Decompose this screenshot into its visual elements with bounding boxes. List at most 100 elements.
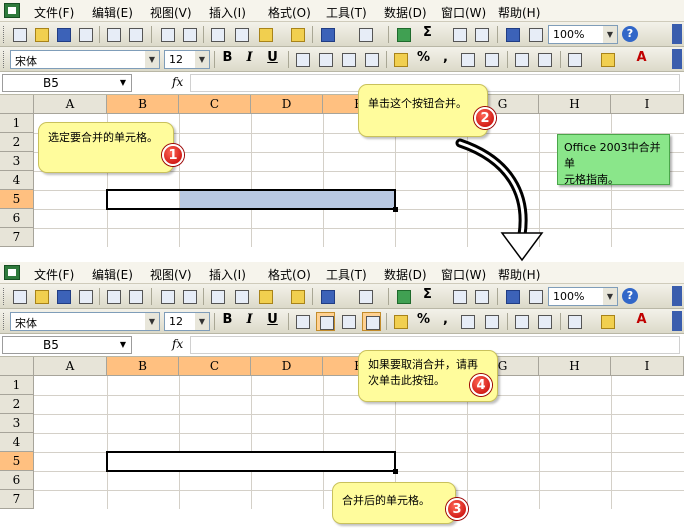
row-header-3[interactable]: 3 bbox=[0, 414, 34, 433]
column-header-i[interactable]: I bbox=[611, 95, 684, 114]
chevron-down-icon[interactable]: ▼ bbox=[195, 313, 209, 330]
menu-view[interactable]: 视图(V) bbox=[150, 6, 192, 20]
borders-icon[interactable] bbox=[565, 312, 584, 331]
menu-edit[interactable]: 编辑(E) bbox=[92, 6, 133, 20]
open-icon[interactable] bbox=[32, 25, 51, 44]
toolbar-grip[interactable] bbox=[3, 26, 6, 43]
underline-button[interactable]: U bbox=[267, 312, 278, 327]
decrease-decimal-icon[interactable] bbox=[482, 50, 501, 69]
spelling-icon[interactable] bbox=[158, 287, 177, 306]
hyperlink-icon[interactable] bbox=[394, 287, 413, 306]
menu-help[interactable]: 帮助(H) bbox=[498, 6, 541, 20]
decrease-indent-icon[interactable] bbox=[512, 312, 531, 331]
menu-window[interactable]: 窗口(W) bbox=[441, 268, 487, 282]
autosum-icon[interactable]: Σ bbox=[423, 287, 432, 302]
redo-icon[interactable] bbox=[356, 25, 375, 44]
toolbar-options-icon[interactable] bbox=[672, 24, 682, 44]
row-header-2[interactable]: 2 bbox=[0, 133, 34, 152]
percent-button[interactable]: % bbox=[416, 50, 431, 65]
select-all-corner[interactable] bbox=[0, 95, 34, 114]
row-header-6[interactable]: 6 bbox=[0, 471, 34, 490]
fx-icon[interactable]: fx bbox=[172, 337, 184, 351]
toolbar-options-icon[interactable] bbox=[672, 49, 682, 69]
excel-app-icon[interactable] bbox=[4, 3, 20, 18]
copy-icon[interactable] bbox=[232, 25, 251, 44]
merge-center-icon[interactable] bbox=[362, 50, 381, 69]
font-color-icon[interactable]: A bbox=[636, 50, 647, 65]
menu-tools[interactable]: 工具(T) bbox=[326, 6, 367, 20]
chevron-down-icon[interactable]: ▼ bbox=[603, 288, 617, 305]
permission-icon[interactable] bbox=[76, 287, 95, 306]
menu-data[interactable]: 数据(D) bbox=[384, 6, 427, 20]
sort-descending-icon[interactable] bbox=[472, 287, 491, 306]
menu-format[interactable]: 格式(O) bbox=[268, 6, 311, 20]
help-icon[interactable]: ? bbox=[622, 288, 638, 304]
align-left-icon[interactable] bbox=[293, 312, 312, 331]
chevron-down-icon[interactable]: ▼ bbox=[145, 313, 159, 330]
font-size-combo[interactable]: 12▼ bbox=[164, 312, 210, 331]
redo-icon[interactable] bbox=[356, 287, 375, 306]
paste-icon[interactable] bbox=[256, 287, 275, 306]
row-header-6[interactable]: 6 bbox=[0, 209, 34, 228]
row-header-1[interactable]: 1 bbox=[0, 114, 34, 133]
percent-button[interactable]: % bbox=[416, 312, 431, 327]
new-icon[interactable] bbox=[10, 287, 29, 306]
zoom-combo[interactable]: 100%▼ bbox=[548, 25, 618, 44]
row-header-7[interactable]: 7 bbox=[0, 228, 34, 247]
menu-tools[interactable]: 工具(T) bbox=[326, 268, 367, 282]
undo-icon[interactable] bbox=[318, 25, 337, 44]
merge-center-icon[interactable] bbox=[362, 312, 381, 331]
fill-handle[interactable] bbox=[393, 469, 398, 474]
permission-icon[interactable] bbox=[76, 25, 95, 44]
font-color-icon[interactable]: A bbox=[636, 312, 647, 327]
save-icon[interactable] bbox=[54, 25, 73, 44]
menu-insert[interactable]: 插入(I) bbox=[209, 6, 246, 20]
column-header-h[interactable]: H bbox=[539, 357, 611, 376]
increase-indent-icon[interactable] bbox=[535, 312, 554, 331]
sort-ascending-icon[interactable] bbox=[450, 287, 469, 306]
align-center-icon[interactable] bbox=[316, 312, 335, 331]
hyperlink-icon[interactable] bbox=[394, 25, 413, 44]
column-header-c[interactable]: C bbox=[179, 357, 251, 376]
row-header-3[interactable]: 3 bbox=[0, 152, 34, 171]
font-name-combo[interactable]: 宋体▼ bbox=[10, 50, 160, 69]
chevron-down-icon[interactable]: ▼ bbox=[603, 26, 617, 43]
toolbar-options-icon[interactable] bbox=[672, 286, 682, 306]
menu-insert[interactable]: 插入(I) bbox=[209, 268, 246, 282]
print-icon[interactable] bbox=[104, 25, 123, 44]
undo-icon[interactable] bbox=[318, 287, 337, 306]
menu-edit[interactable]: 编辑(E) bbox=[92, 268, 133, 282]
font-name-combo[interactable]: 宋体▼ bbox=[10, 312, 160, 331]
currency-icon[interactable] bbox=[391, 312, 410, 331]
column-header-h[interactable]: H bbox=[539, 95, 611, 114]
menu-format[interactable]: 格式(O) bbox=[268, 268, 311, 282]
autosum-icon[interactable]: Σ bbox=[423, 25, 432, 40]
column-header-d[interactable]: D bbox=[251, 95, 323, 114]
copy-icon[interactable] bbox=[232, 287, 251, 306]
row-header-1[interactable]: 1 bbox=[0, 376, 34, 395]
bold-button[interactable]: B bbox=[222, 312, 233, 327]
align-right-icon[interactable] bbox=[339, 50, 358, 69]
sort-descending-icon[interactable] bbox=[472, 25, 491, 44]
column-header-b[interactable]: B bbox=[107, 95, 179, 114]
chevron-down-icon[interactable]: ▼ bbox=[119, 78, 127, 87]
column-header-a[interactable]: A bbox=[34, 95, 107, 114]
column-header-a[interactable]: A bbox=[34, 357, 107, 376]
format-painter-icon[interactable] bbox=[288, 25, 307, 44]
menu-window[interactable]: 窗口(W) bbox=[441, 6, 487, 20]
chevron-down-icon[interactable]: ▼ bbox=[119, 340, 127, 349]
new-icon[interactable] bbox=[10, 25, 29, 44]
row-header-4[interactable]: 4 bbox=[0, 171, 34, 190]
save-icon[interactable] bbox=[54, 287, 73, 306]
fill-color-icon[interactable] bbox=[598, 312, 617, 331]
toolbar-grip[interactable] bbox=[3, 288, 6, 305]
menu-data[interactable]: 数据(D) bbox=[384, 268, 427, 282]
research-icon[interactable] bbox=[180, 287, 199, 306]
chevron-down-icon[interactable]: ▼ bbox=[145, 51, 159, 68]
increase-indent-icon[interactable] bbox=[535, 50, 554, 69]
cut-icon[interactable] bbox=[208, 287, 227, 306]
row-header-5[interactable]: 5 bbox=[0, 452, 34, 471]
menu-view[interactable]: 视图(V) bbox=[150, 268, 192, 282]
comma-button[interactable]: , bbox=[443, 312, 448, 327]
paste-icon[interactable] bbox=[256, 25, 275, 44]
